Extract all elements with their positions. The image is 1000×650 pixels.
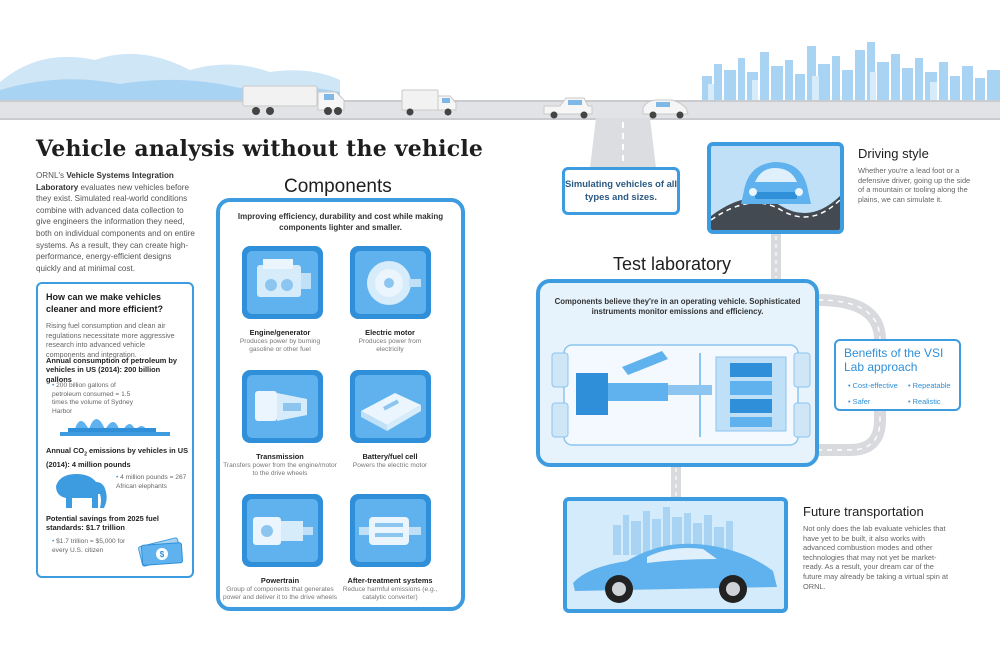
electric-motor-icon xyxy=(367,261,421,305)
after-treatment-desc: Reduce harmful emissions (e.g., catalyti… xyxy=(342,586,438,602)
test-lab-heading: Test laboratory xyxy=(613,254,732,274)
future-transportation-text: Not only does the lab evaluate vehicles … xyxy=(803,524,949,591)
powertrain-tile xyxy=(242,494,323,567)
stat-petroleum-sub: • 200 billion gallons of petroleum consu… xyxy=(52,382,133,415)
engine-tile xyxy=(242,246,323,319)
test-lab-panel: Components believe they're in an operati… xyxy=(536,279,819,467)
box-truck-icon xyxy=(401,89,457,116)
electric-motor-title: Electric motor xyxy=(365,328,415,337)
driving-style-heading: Driving style xyxy=(858,146,929,161)
future-transportation-heading: Future transportation xyxy=(803,504,924,519)
test-lab-intro: Components believe they're in an operati… xyxy=(554,297,801,316)
transmission-title: Transmission xyxy=(256,452,304,461)
powertrain-title: Powertrain xyxy=(260,576,300,585)
svg-text:$: $ xyxy=(160,550,165,559)
battery-tile xyxy=(350,370,431,443)
sports-car-illustration xyxy=(573,507,777,603)
car-road-illustration xyxy=(711,162,840,230)
components-heading: Components xyxy=(284,176,392,197)
truck-icon xyxy=(242,85,345,115)
benefit-safer: • Safer xyxy=(848,397,871,406)
after-treatment-title: After-treatment systems xyxy=(347,576,433,585)
transmission-desc: Transfers power from the engine/motor to… xyxy=(223,462,337,478)
intro-org: ORNL's xyxy=(36,171,65,180)
intro-body: evaluates new vehicles before they exist… xyxy=(36,182,195,273)
driving-style-card xyxy=(707,142,844,234)
stat-co2-head: Annual CO2 emissions by vehicles in US (… xyxy=(46,446,189,469)
benefit-realistic: • Realistic xyxy=(908,397,941,406)
powertrain-icon xyxy=(253,517,313,545)
highway xyxy=(0,100,1000,120)
benefits-title: Benefits of the VSI Lab approach xyxy=(844,346,944,374)
engine-icon xyxy=(257,259,311,297)
page-title: Vehicle analysis without the vehicle xyxy=(36,136,484,162)
battery-desc: Powers the electric motor xyxy=(352,462,428,469)
pickup-icon xyxy=(543,97,593,119)
components-panel: Improving efficiency, durability and cos… xyxy=(216,198,465,611)
engine-desc: Produces power by burning gasoline or ot… xyxy=(239,338,321,354)
benefit-repeatable: • Repeatable xyxy=(908,381,951,390)
chassis-schematic-icon xyxy=(551,344,811,446)
intro-lab-name: Vehicle Systems Integration Laboratory xyxy=(36,171,174,192)
money-icon: $ xyxy=(138,537,184,567)
stat-co2-sub: • 4 million pounds = 267 African elephan… xyxy=(116,474,187,490)
battery-icon xyxy=(361,393,421,431)
stat-petroleum-head: Annual consumption of petroleum by vehic… xyxy=(46,356,177,384)
stat-savings-sub: • $1.7 trillion = $5,000 for every U.S. … xyxy=(52,538,126,554)
road-connector-bottom xyxy=(671,466,681,498)
road-connector-top xyxy=(771,234,781,280)
battery-title: Battery/fuel cell xyxy=(362,452,418,461)
road-branch xyxy=(590,118,656,168)
transmission-tile xyxy=(242,370,323,443)
elephant-icon xyxy=(56,474,107,508)
question-text: Rising fuel consumption and clean air re… xyxy=(46,321,175,359)
sedan-icon xyxy=(642,99,689,119)
sydney-opera-house-icon xyxy=(60,419,170,436)
components-intro: Improving efficiency, durability and cos… xyxy=(237,212,444,232)
transmission-icon xyxy=(255,391,307,421)
simulating-box: Simulating vehicles of all types and siz… xyxy=(562,167,680,215)
engine-title: Engine/generator xyxy=(249,328,311,337)
skyline-light xyxy=(708,72,937,102)
future-transportation-card xyxy=(563,497,788,613)
after-treatment-icon xyxy=(359,517,421,545)
question-title: How can we make vehicles cleaner and mor… xyxy=(46,292,164,314)
question-box: How can we make vehicles cleaner and mor… xyxy=(36,282,194,578)
benefit-cost-effective: • Cost-effective xyxy=(848,381,898,390)
stat-savings-head: Potential savings from 2025 fuel standar… xyxy=(46,514,159,533)
city-skyline xyxy=(702,42,1000,102)
electric-motor-tile xyxy=(350,246,431,319)
intro-text: ORNL's Vehicle Systems Integration Labor… xyxy=(36,170,198,274)
benefits-box: Benefits of the VSI Lab approach • Cost-… xyxy=(834,339,961,411)
driving-style-text: Whether you're a lead foot or a defensiv… xyxy=(858,166,971,204)
electric-motor-desc: Produces power from electricity xyxy=(358,338,422,354)
after-treatment-tile xyxy=(350,494,431,567)
powertrain-desc: Group of components that generates power… xyxy=(223,586,337,602)
